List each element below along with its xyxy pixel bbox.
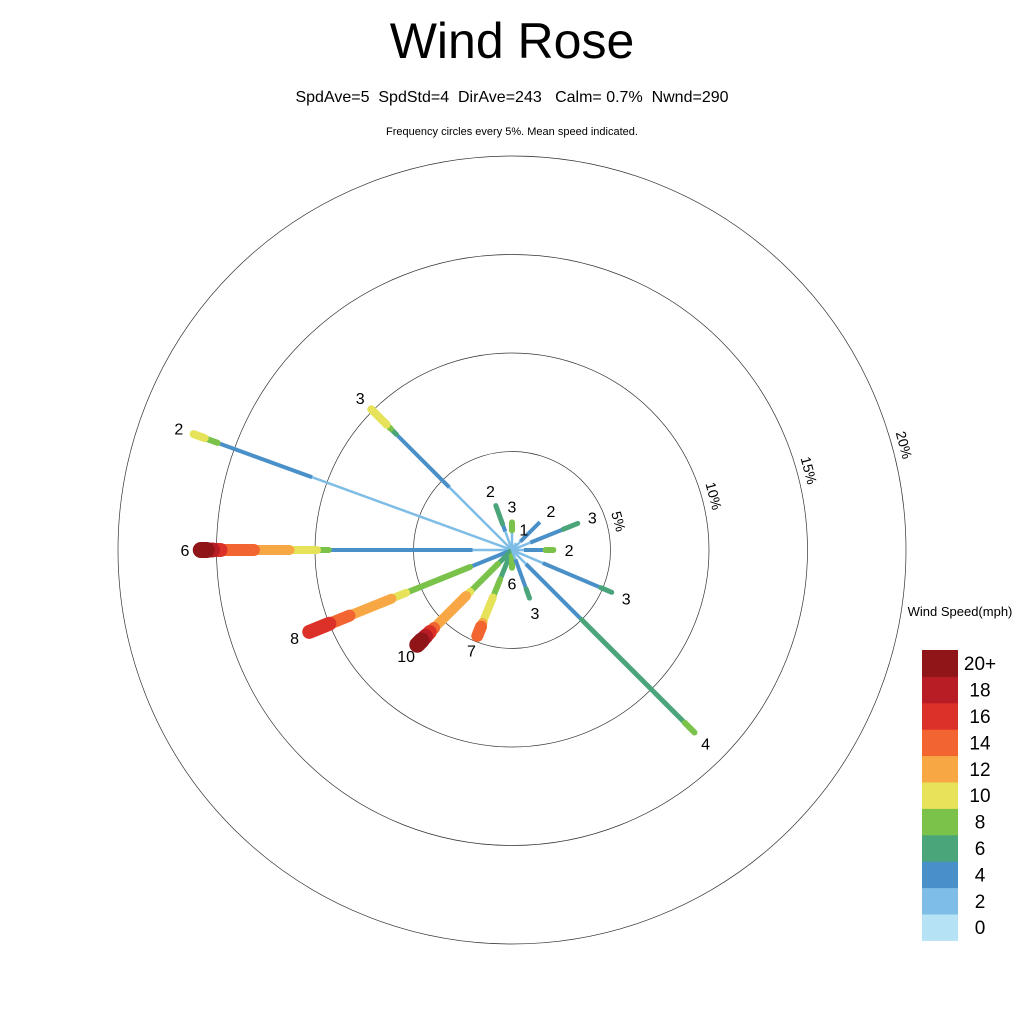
- spoke-segment: [469, 548, 513, 569]
- mean-speed-label: 6: [508, 576, 517, 593]
- spoke-segment: [302, 616, 337, 639]
- spoke-segment: [681, 719, 698, 736]
- legend-label: 6: [975, 839, 986, 860]
- spoke-segment: [511, 541, 531, 552]
- mean-speed-label: 2: [565, 543, 574, 560]
- spoke-segment: [311, 476, 513, 552]
- mean-speed-label: 7: [467, 643, 476, 660]
- mean-speed-label: 2: [486, 484, 495, 501]
- spoke-segment: [394, 432, 451, 489]
- legend-label: 20+: [964, 654, 996, 675]
- chart-title: Wind Rose: [390, 13, 635, 69]
- spoke-segment: [542, 561, 602, 590]
- legend-swatch: [922, 914, 958, 941]
- ring-label: 10%: [702, 480, 725, 511]
- legend-swatch: [922, 808, 958, 836]
- spoke: [511, 549, 698, 736]
- spoke-segment: [448, 486, 513, 551]
- spoke: [409, 547, 515, 653]
- spoke-segment: [403, 563, 473, 596]
- spoke-segment: [518, 520, 542, 544]
- legend-label: 2: [975, 892, 986, 913]
- spoke: [511, 520, 581, 552]
- legend-swatch: [922, 729, 958, 757]
- mean-speed-label: 8: [290, 631, 299, 648]
- spoke: [493, 503, 514, 551]
- legend-label: 8: [975, 813, 986, 834]
- spoke: [511, 548, 615, 595]
- spoke-segment: [493, 503, 506, 527]
- legend-label: 10: [969, 786, 990, 807]
- spoke-segment: [511, 549, 527, 565]
- legend-label: 16: [969, 707, 990, 728]
- spoke-segment: [367, 405, 391, 429]
- legend-label: 4: [975, 865, 986, 886]
- legend-swatch: [922, 782, 958, 809]
- mean-speed-label: 3: [508, 500, 517, 517]
- mean-speed-label: 3: [356, 391, 365, 408]
- legend-label: 0: [975, 918, 986, 939]
- legend-label: 12: [969, 760, 990, 781]
- spoke-segment: [511, 548, 544, 565]
- spoke-segment: [467, 560, 502, 595]
- legend-swatch: [922, 676, 958, 704]
- spoke-segment: [560, 520, 581, 532]
- ring-label: 15%: [798, 455, 821, 486]
- chart-note: Frequency circles every 5%. Mean speed i…: [386, 126, 638, 138]
- spoke: [302, 548, 513, 639]
- spoke-segment: [471, 620, 488, 642]
- ring-label: 5%: [608, 510, 629, 534]
- spoke-segment: [428, 590, 472, 634]
- frequency-ring: [117, 155, 907, 945]
- mean-speed-label: 2: [174, 422, 183, 439]
- spoke-segment: [409, 632, 430, 653]
- spoke-segment: [189, 430, 209, 443]
- mean-speed-label: 10: [397, 649, 415, 666]
- spoke: [189, 430, 513, 552]
- mean-speed-label: 6: [181, 543, 190, 560]
- legend-swatch: [922, 650, 958, 677]
- spoke-segment: [504, 531, 514, 551]
- legend-label: 14: [969, 733, 991, 754]
- legend-swatch: [922, 755, 958, 783]
- legend-swatch: [922, 834, 958, 862]
- mean-speed-label: 1: [519, 523, 528, 540]
- legend: 0 2 4 6 8 10 12 14 16 18 20+: [922, 650, 996, 941]
- spoke-segment: [344, 593, 397, 621]
- mean-speed-label: 3: [530, 606, 539, 623]
- legend-swatch: [922, 861, 958, 889]
- spoke: [367, 405, 513, 551]
- spoke-segment: [523, 586, 533, 601]
- spoke-segment: [529, 527, 564, 545]
- mean-speed-label: 3: [588, 511, 597, 528]
- mean-speed-label: 2: [547, 504, 556, 521]
- legend-swatch: [922, 887, 958, 915]
- spoke-segment: [524, 562, 584, 622]
- ring-label: 20%: [893, 429, 916, 460]
- legend-label: 18: [969, 681, 990, 702]
- spoke-segment: [513, 558, 529, 590]
- spoke-segment: [216, 440, 313, 480]
- legend-title: Wind Speed(mph): [908, 604, 1013, 619]
- spoke-segment: [598, 585, 615, 595]
- chart-subtitle: SpdAve=5 SpdStd=4 DirAve=243 Calm= 0.7% …: [295, 89, 728, 106]
- mean-speed-label: 4: [701, 737, 710, 754]
- legend-swatch: [922, 702, 958, 730]
- mean-speed-label: 3: [622, 591, 631, 608]
- spoke-segment: [579, 617, 688, 726]
